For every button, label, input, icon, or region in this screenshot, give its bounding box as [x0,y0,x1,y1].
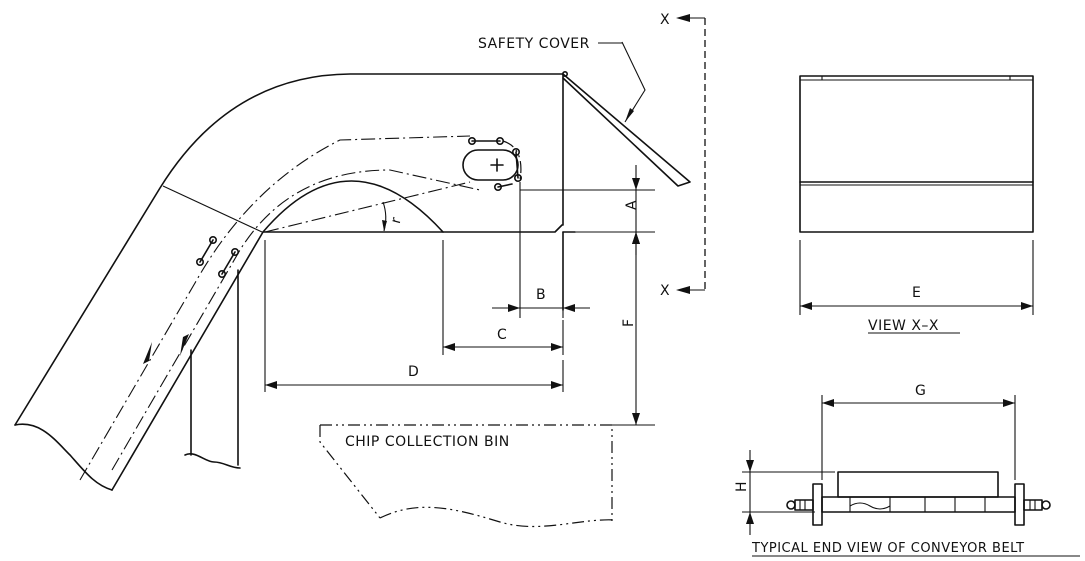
dimension-d [264,240,564,392]
housing-outer-outline [14,73,564,426]
support-leg-break [184,453,241,469]
dimension-e-label: E [912,285,921,301]
housing-floor [262,224,563,233]
dimension-e [799,240,1034,315]
dimension-h [742,450,835,535]
dimension-f [612,232,655,426]
incline-chain-links [196,236,240,278]
inner-arc [262,180,444,233]
dimension-b-label: B [536,287,546,303]
belt-path-lower [111,169,481,471]
dimension-f-label: F [621,319,637,327]
end-view-left-bolt [786,500,796,510]
typical-end-view: G H TYPICAL END VIEW OF CONVEYOR BELT [734,383,1080,557]
end-view-shaft [794,499,1043,511]
dimension-b [492,182,590,318]
view-xx-label: VIEW X–X [868,318,939,334]
view-xx-top-trim [800,76,1033,81]
dimension-c-label: C [497,327,507,343]
end-view-right-bolt [1041,500,1051,510]
dimension-c [442,240,564,355]
incline-break-line [14,423,113,491]
belt-direction-arrow-up [143,342,152,364]
view-xx-body [799,75,1034,233]
belt-path-upper [79,135,471,481]
end-view-belt [821,496,1016,513]
support-leg [190,269,239,466]
end-view-belt-wave [849,502,891,510]
dimension-h-label: H [734,481,750,492]
end-view-upper-box [837,471,999,498]
section-x-bottom-label: X [660,283,670,299]
section-x-top-label: X [660,12,670,28]
end-view-rollers [799,500,1036,510]
belt-direction-arrow-down [180,334,189,356]
drive-chain [467,137,522,192]
dimension-d-label: D [408,364,419,380]
safety-cover-leader [621,41,646,123]
section-arrow-bottom [676,286,690,294]
drive-center-line [264,181,471,233]
typical-end-view-label: TYPICAL END VIEW OF CONVEYOR BELT [751,541,1025,556]
chip-collection-bin [319,424,616,528]
safety-cover-leader-arrow [625,108,634,122]
view-xx: E VIEW X–X [799,75,1034,334]
angle-arrow [382,220,387,231]
dimension-g-label: G [915,383,926,399]
drive-center-plus [490,158,504,172]
curve-section-line [162,185,263,233]
dimension-g [821,395,1016,480]
dimension-a-label: A [624,200,640,210]
chip-collection-bin-label: CHIP COLLECTION BIN [345,434,510,450]
end-view-left-sideplate [812,483,823,526]
angle-label: r [388,215,405,225]
housing-inner-incline [111,231,264,491]
safety-cover [561,71,691,187]
safety-cover-label: SAFETY COVER [478,36,590,52]
end-view-belt-segments [849,497,986,512]
end-view-right-sideplate [1014,483,1025,526]
section-arrow-top [676,14,690,22]
conveyor-side-view: SAFETY COVER X X r A B [14,12,706,528]
